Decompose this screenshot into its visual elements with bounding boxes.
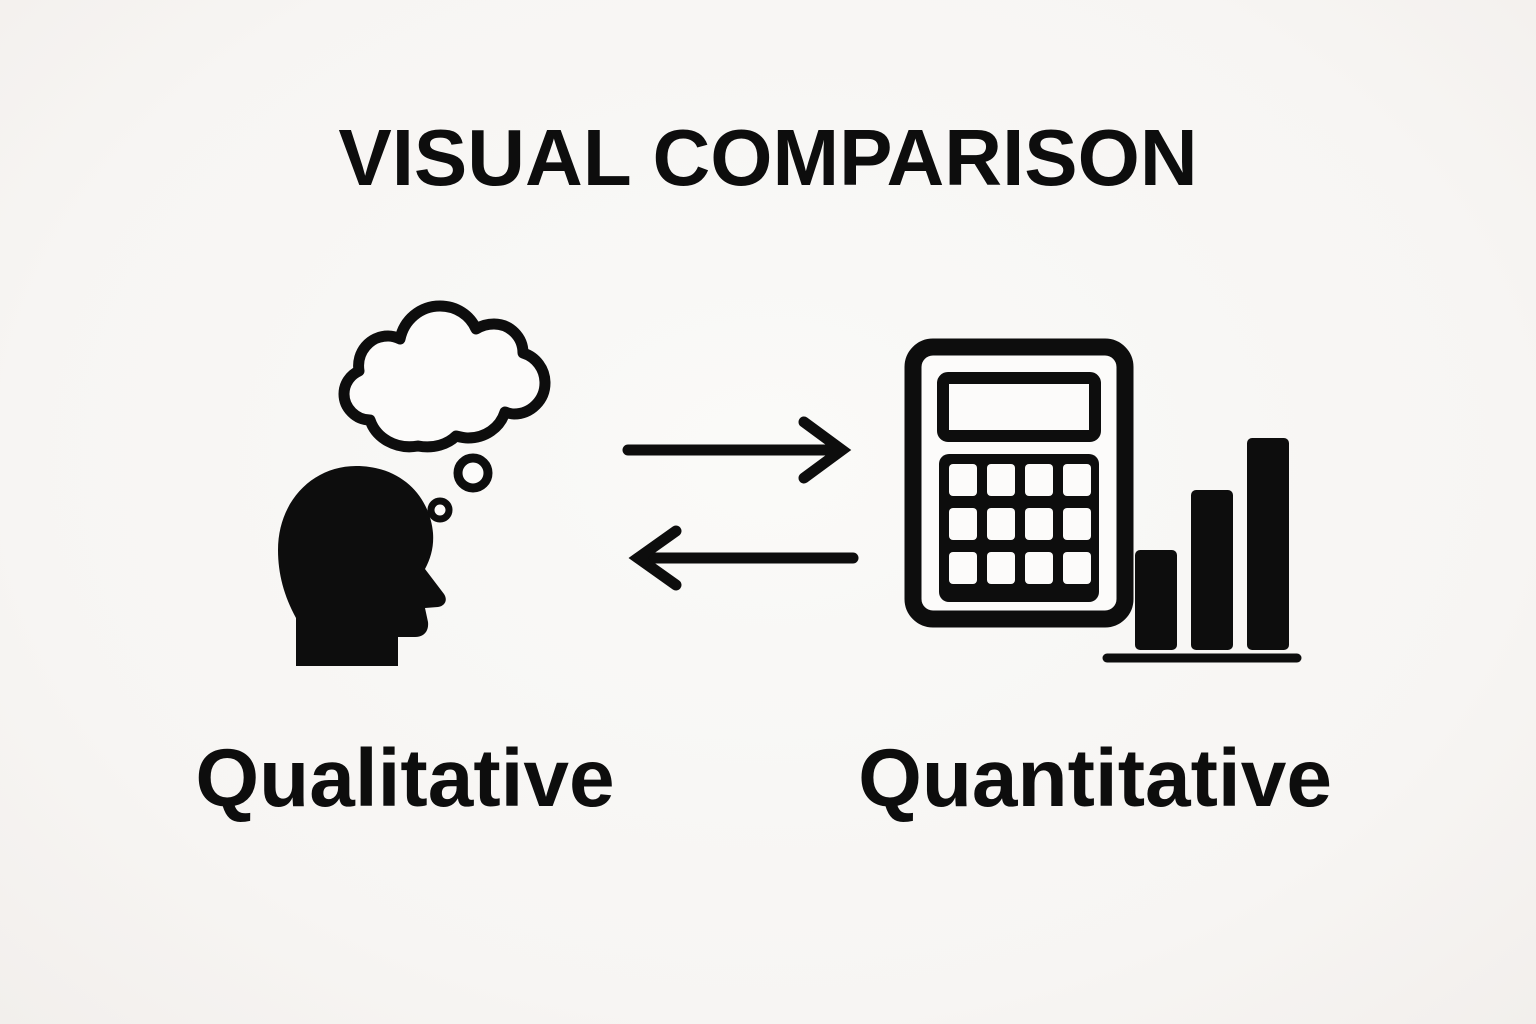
exchange-arrows-svg: [622, 416, 859, 591]
calculator-keypad: [939, 454, 1099, 602]
thought-bubble-small: [427, 497, 453, 523]
exchange-arrows-icon: [618, 412, 863, 592]
calculator-display: [937, 372, 1101, 442]
arrow-left-icon: [628, 525, 859, 591]
thought-cloud: [338, 300, 551, 453]
calculator-bar-chart-icon: [895, 338, 1305, 668]
page-title: VISUAL COMPARISON: [338, 113, 1198, 202]
calculator-keys: [949, 464, 1091, 584]
arrow-right-icon: [622, 416, 852, 484]
head-silhouette: [278, 466, 446, 666]
thinking-head-icon: [268, 288, 598, 673]
calculator-bar-chart-svg: [904, 338, 1302, 663]
bar-medium: [1191, 490, 1233, 650]
bar-tall: [1247, 438, 1289, 650]
quantitative-label: Quantitative: [858, 733, 1332, 824]
bar-chart: [1135, 438, 1289, 650]
qualitative-label: Qualitative: [195, 733, 615, 824]
thought-bubble-medium: [453, 453, 493, 493]
bar-small: [1135, 550, 1177, 650]
thinking-head-svg: [278, 300, 551, 666]
